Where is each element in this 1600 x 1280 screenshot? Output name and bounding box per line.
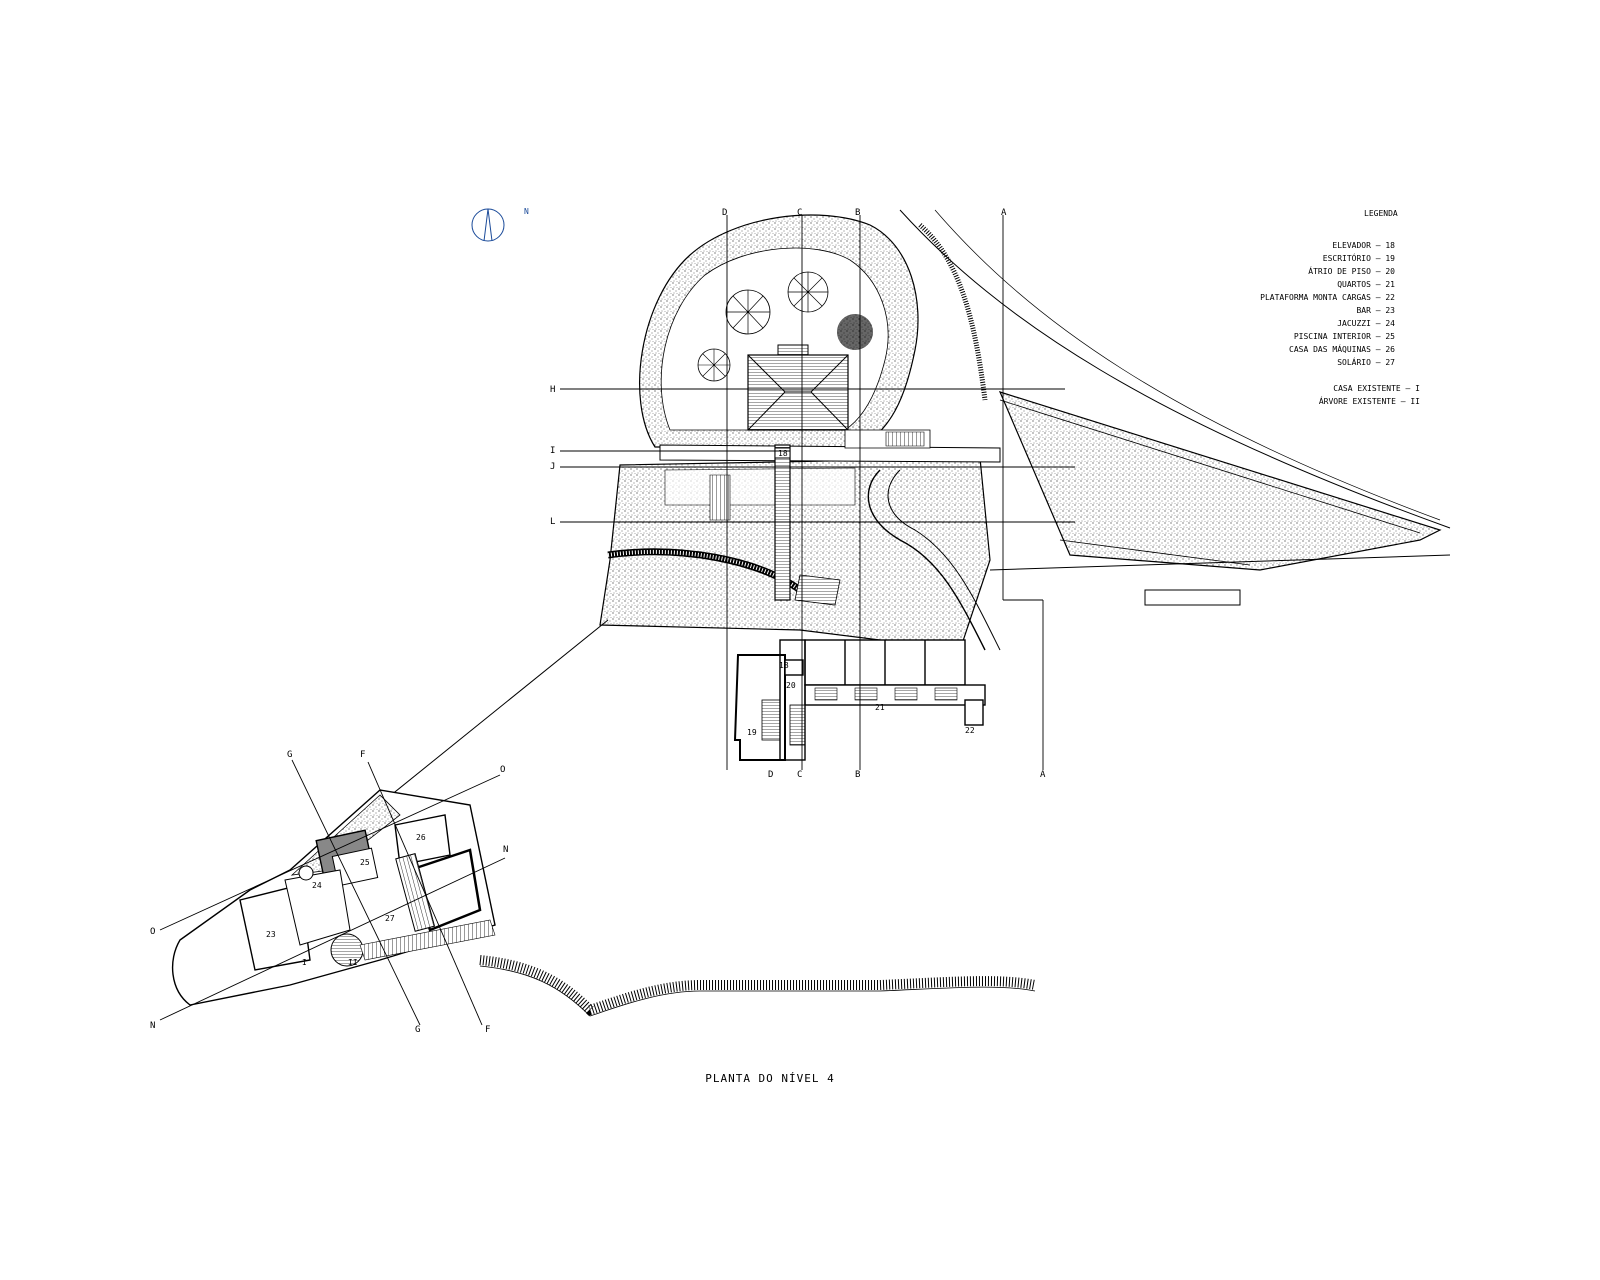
- svg-text:G: G: [415, 1025, 420, 1035]
- svg-text:G: G: [287, 750, 292, 760]
- legend: LEGENDA ELEVADOR — 18 ESCRITÓRIO — 19 ÁT…: [1260, 209, 1420, 406]
- svg-text:O: O: [500, 765, 505, 775]
- bedroom-wing: [804, 639, 986, 726]
- svg-text:I: I: [550, 446, 555, 456]
- legend-item: JACUZZI — 24: [1337, 319, 1395, 328]
- leisure-building: [171, 789, 496, 1006]
- svg-text:B: B: [855, 208, 860, 218]
- legend-item: ÁRVORE EXISTENTE — II: [1319, 395, 1420, 406]
- svg-text:D: D: [722, 208, 727, 218]
- room-numbers: 18 18 19 20 21 22 23 24 25 26 27 I II: [266, 449, 975, 967]
- svg-text:18: 18: [779, 661, 789, 670]
- legend-item: SOLÁRIO — 27: [1337, 356, 1395, 367]
- legend-item: ÁTRIO DE PISO — 20: [1308, 265, 1395, 276]
- svg-text:25: 25: [360, 858, 370, 867]
- tree-icon: [725, 289, 771, 335]
- svg-text:II: II: [348, 958, 358, 967]
- north-arrow-icon: [471, 208, 505, 242]
- north-label: N: [524, 207, 529, 216]
- svg-text:H: H: [550, 385, 555, 395]
- legend-item: ESCRITÓRIO — 19: [1323, 252, 1395, 263]
- legend-item: QUARTOS — 21: [1337, 280, 1395, 289]
- svg-text:A: A: [1040, 770, 1046, 780]
- legend-item: BAR — 23: [1356, 306, 1395, 315]
- drawing-title: PLANTA DO NÍVEL 4: [705, 1072, 835, 1085]
- tree-icon: [787, 271, 829, 313]
- palm-tree-icon: [697, 348, 731, 382]
- svg-text:C: C: [797, 770, 802, 780]
- svg-text:26: 26: [416, 833, 426, 842]
- svg-text:20: 20: [786, 681, 796, 690]
- legend-item: PLATAFORMA MONTA CARGAS — 22: [1260, 293, 1395, 302]
- terrace-slopes: [599, 457, 1001, 651]
- svg-text:18: 18: [778, 449, 788, 458]
- svg-text:24: 24: [312, 881, 322, 890]
- existing-house: [747, 344, 849, 431]
- svg-text:23: 23: [266, 930, 276, 939]
- svg-text:F: F: [485, 1025, 490, 1035]
- legend-item: PISCINA INTERIOR — 25: [1294, 332, 1395, 341]
- svg-text:C: C: [797, 208, 802, 218]
- office-block: [733, 639, 806, 761]
- lower-retaining-wall: [479, 955, 1036, 1016]
- section-labels: D C B A D C B A H I J L G F O N O N G F: [150, 208, 1046, 1035]
- svg-text:I: I: [302, 958, 307, 967]
- svg-text:J: J: [550, 462, 555, 472]
- svg-text:A: A: [1001, 208, 1007, 218]
- legend-heading: LEGENDA: [1364, 209, 1398, 218]
- svg-text:22: 22: [965, 726, 975, 735]
- svg-text:B: B: [855, 770, 860, 780]
- right-slope-wedge: [899, 209, 1451, 606]
- svg-text:21: 21: [875, 703, 885, 712]
- svg-text:19: 19: [747, 728, 757, 737]
- section-lines: [159, 215, 1075, 1026]
- svg-text:N: N: [150, 1021, 155, 1031]
- svg-text:N: N: [503, 845, 508, 855]
- existing-tree-icon: [837, 314, 873, 350]
- svg-text:F: F: [360, 750, 365, 760]
- upper-garden-area: [639, 214, 919, 448]
- legend-item: CASA DAS MÁQUINAS — 26: [1289, 343, 1395, 354]
- legend-item: ELEVADOR — 18: [1332, 241, 1395, 250]
- svg-text:27: 27: [385, 914, 395, 923]
- legend-item: CASA EXISTENTE — I: [1333, 384, 1420, 393]
- site-paths: [659, 429, 1001, 606]
- svg-text:L: L: [550, 517, 555, 527]
- svg-text:O: O: [150, 927, 155, 937]
- svg-text:D: D: [768, 770, 773, 780]
